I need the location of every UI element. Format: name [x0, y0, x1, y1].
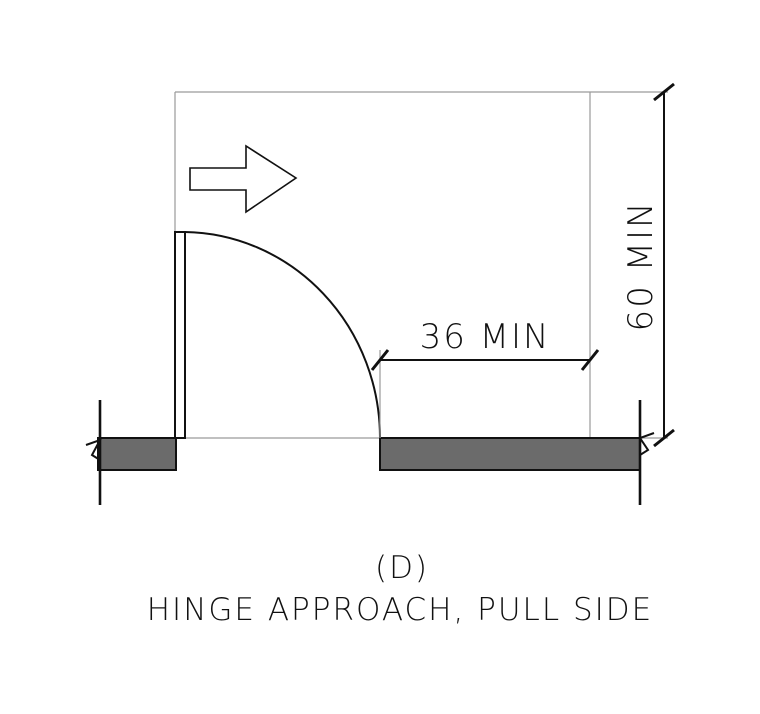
depth-dimension: [653, 82, 675, 448]
door-swing-arc: [184, 231, 381, 439]
caption-title: HINGE APPROACH, PULL SIDE: [147, 592, 653, 628]
left-wall-section: [85, 400, 177, 505]
depth-dimension-label: 60 MIN: [621, 201, 661, 332]
clear-floor-space-outline: [174, 91, 668, 439]
door-leaf: [174, 231, 186, 439]
arrow-right-outline-icon: [189, 144, 298, 214]
right-wall-section: [379, 400, 655, 505]
width-dimension: [370, 349, 600, 438]
width-dimension-label: 36 MIN: [420, 317, 551, 357]
caption-letter: (D): [375, 550, 429, 586]
